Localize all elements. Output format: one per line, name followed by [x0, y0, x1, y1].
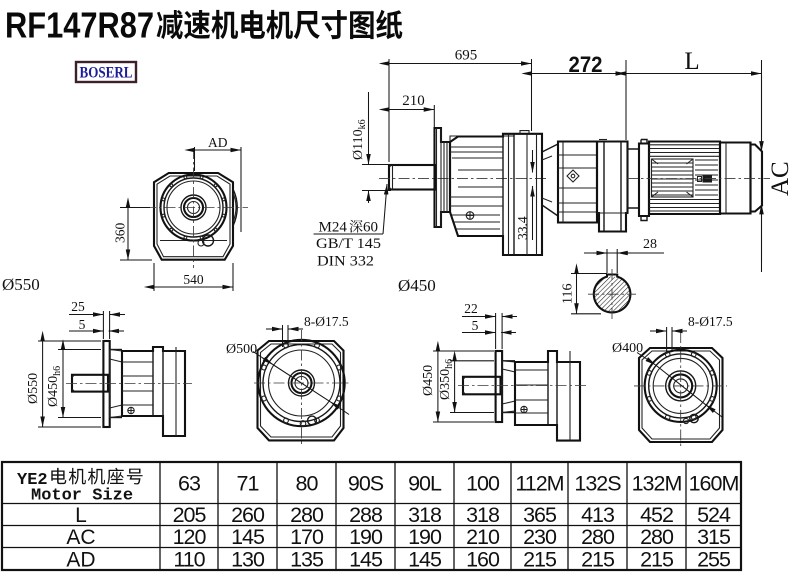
svg-text:RF147R87: RF147R87 — [5, 5, 154, 46]
svg-text:205: 205 — [173, 503, 207, 527]
svg-text:8-Ø17.5: 8-Ø17.5 — [304, 314, 349, 329]
svg-text:288: 288 — [349, 503, 383, 527]
svg-text:160M: 160M — [689, 472, 739, 496]
svg-text:524: 524 — [697, 503, 731, 527]
svg-text:60: 60 — [363, 220, 378, 236]
svg-text:315: 315 — [697, 525, 731, 549]
svg-text:280: 280 — [581, 525, 615, 549]
svg-text:Ø550: Ø550 — [26, 373, 41, 404]
svg-text:AC: AC — [66, 526, 95, 549]
svg-text:210: 210 — [466, 525, 500, 549]
svg-text:170: 170 — [290, 525, 324, 549]
svg-text:145: 145 — [408, 548, 442, 572]
svg-text:540: 540 — [183, 272, 204, 287]
svg-text:160: 160 — [466, 548, 500, 572]
svg-text:100: 100 — [466, 472, 500, 496]
svg-text:63: 63 — [178, 472, 201, 496]
svg-text:112M: 112M — [515, 472, 563, 496]
svg-text:80: 80 — [296, 472, 319, 496]
svg-text:5: 5 — [472, 318, 479, 333]
svg-text:695: 695 — [455, 48, 478, 64]
svg-text:25: 25 — [71, 299, 85, 314]
svg-text:AC: AC — [767, 161, 794, 196]
svg-text:318: 318 — [408, 503, 442, 527]
svg-text:280: 280 — [290, 503, 324, 527]
svg-text:255: 255 — [697, 548, 731, 572]
svg-text:260: 260 — [231, 503, 265, 527]
svg-text:365: 365 — [523, 503, 557, 527]
svg-text:AD: AD — [66, 549, 95, 572]
svg-text:120: 120 — [173, 525, 207, 549]
svg-text:BOSERL: BOSERL — [80, 65, 133, 82]
svg-text:318: 318 — [466, 503, 500, 527]
svg-text:452: 452 — [640, 503, 673, 527]
svg-text:Ø450: Ø450 — [398, 276, 436, 295]
svg-text:28: 28 — [643, 237, 657, 252]
svg-text:Ø450h6: Ø450h6 — [46, 366, 63, 407]
svg-text:Ø450: Ø450 — [421, 365, 436, 396]
svg-text:215: 215 — [523, 548, 557, 572]
svg-text:71: 71 — [237, 472, 259, 496]
svg-text:413: 413 — [581, 503, 615, 527]
svg-text:190: 190 — [408, 525, 442, 549]
svg-text:5: 5 — [79, 317, 86, 332]
svg-text:22: 22 — [464, 301, 478, 316]
svg-text:AD: AD — [208, 135, 228, 150]
svg-text:YE2: YE2 — [17, 471, 48, 490]
svg-text:215: 215 — [640, 548, 674, 572]
svg-text:145: 145 — [231, 525, 265, 549]
svg-text:Ø400: Ø400 — [612, 341, 643, 356]
svg-text:Motor Size: Motor Size — [31, 487, 133, 506]
svg-text:L: L — [75, 504, 87, 527]
svg-text:L: L — [684, 48, 699, 75]
svg-text:DIN 332: DIN 332 — [317, 254, 374, 270]
svg-text:230: 230 — [523, 525, 557, 549]
svg-text:280: 280 — [640, 525, 674, 549]
svg-text:90S: 90S — [348, 472, 384, 496]
svg-text:135: 135 — [290, 548, 324, 572]
svg-text:132S: 132S — [574, 472, 621, 496]
svg-text:210: 210 — [402, 93, 425, 109]
svg-text:M24: M24 — [319, 220, 348, 236]
svg-text:8-Ø17.5: 8-Ø17.5 — [688, 314, 733, 329]
svg-text:132M: 132M — [632, 472, 682, 496]
svg-text:Ø500: Ø500 — [226, 342, 257, 357]
svg-text:215: 215 — [581, 548, 615, 572]
svg-text:190: 190 — [349, 525, 383, 549]
svg-text:90L: 90L — [408, 472, 442, 496]
svg-text:116: 116 — [561, 284, 576, 304]
svg-text:33.4: 33.4 — [515, 216, 530, 240]
svg-text:110: 110 — [173, 548, 205, 572]
svg-text:360: 360 — [113, 223, 128, 244]
svg-text:GB/T 145: GB/T 145 — [316, 236, 381, 252]
svg-text:272: 272 — [569, 52, 603, 77]
svg-text:130: 130 — [231, 548, 265, 572]
svg-text:Ø550: Ø550 — [2, 275, 40, 294]
svg-text:145: 145 — [349, 548, 383, 572]
svg-text:Ø110k6: Ø110k6 — [351, 119, 368, 160]
svg-text:Ø350h6: Ø350h6 — [438, 359, 455, 400]
